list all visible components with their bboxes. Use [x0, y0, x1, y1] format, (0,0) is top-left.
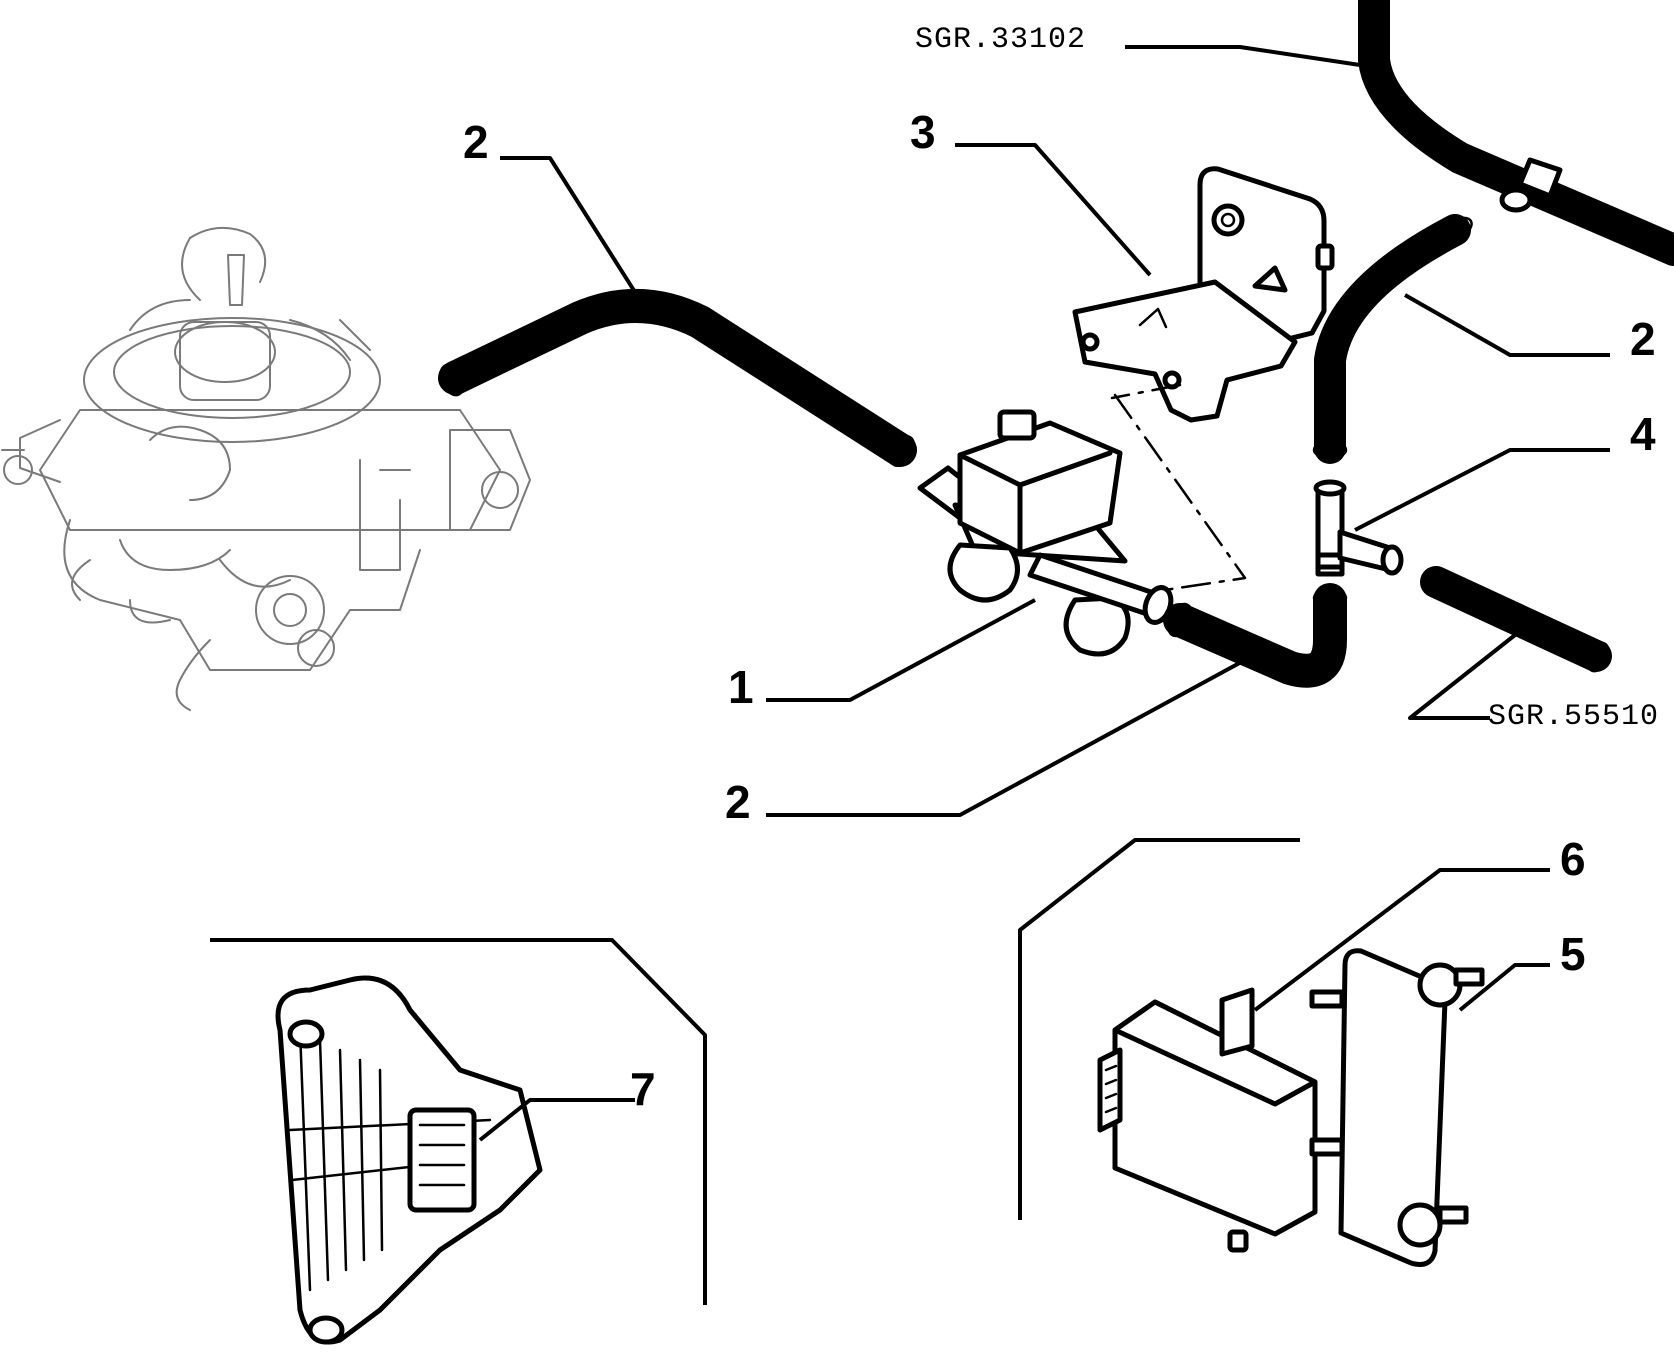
callout-labels: 2 3 2 4 1 2 6 5 7 SGR.33102 SGR.55510 [463, 23, 1659, 1115]
leader-c1 [766, 598, 1036, 702]
reference-sgr-33102: SGR.33102 [915, 23, 1086, 57]
leader-c3 [955, 143, 1152, 277]
callout-2-right: 2 [1630, 313, 1656, 365]
leader-c6 [1253, 868, 1550, 1012]
hose-left [438, 289, 917, 467]
assembly-axis-2 [1110, 383, 1182, 400]
leader-r2 [1408, 633, 1517, 720]
hose-right-upper [1312, 214, 1473, 464]
callout-2-left: 2 [463, 116, 489, 168]
callout-1: 1 [728, 661, 754, 713]
leader-c2c [766, 658, 1246, 817]
callout-7: 7 [630, 1063, 656, 1115]
group-line-control [210, 938, 707, 1305]
leader-r1 [1125, 45, 1361, 67]
hose-top-right [1358, 0, 1674, 266]
group-line-module [1018, 838, 1300, 1220]
mounting-bracket [1072, 166, 1335, 423]
hose-lower [1163, 583, 1348, 688]
leader-lines [210, 45, 1610, 1305]
callout-3: 3 [910, 106, 936, 158]
leader-c5 [1458, 963, 1550, 1012]
callout-4: 4 [1630, 408, 1656, 460]
callout-2-bottom: 2 [725, 776, 751, 828]
mounting-plate [1309, 948, 1485, 1267]
callout-5: 5 [1560, 928, 1586, 980]
leader-c2a [500, 156, 642, 302]
electronic-module [1097, 987, 1318, 1253]
assembly-axis [1113, 393, 1247, 592]
callout-6: 6 [1560, 833, 1586, 885]
carburetor-assembly [1, 226, 531, 711]
reference-sgr-55510: SGR.55510 [1488, 700, 1659, 734]
control-unit [275, 975, 543, 1345]
leader-c4 [1354, 448, 1610, 532]
t-connector [1313, 479, 1404, 577]
straight-pipe [1420, 566, 1612, 673]
leader-c7 [478, 1098, 635, 1142]
leader-c2b [1404, 293, 1610, 357]
solenoid-valve [917, 409, 1174, 657]
